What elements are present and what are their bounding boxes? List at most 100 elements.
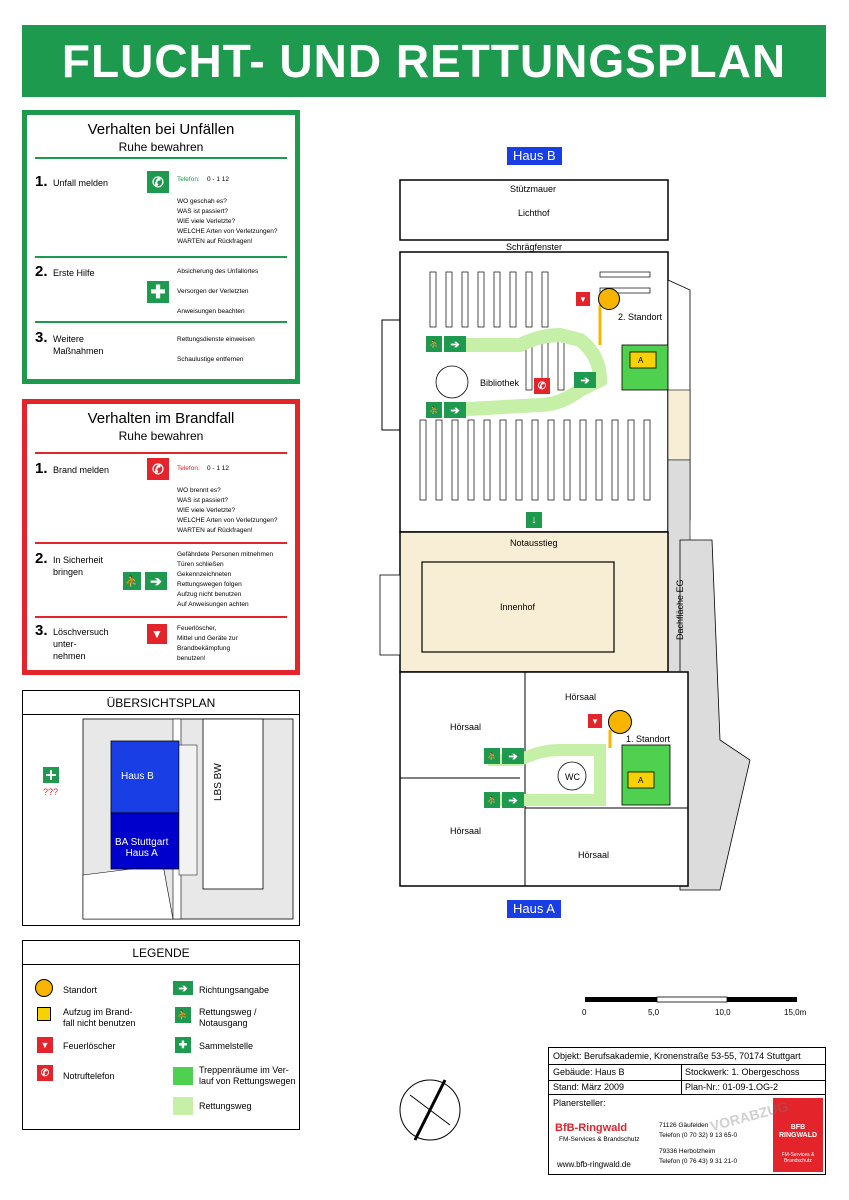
step-title: Weitere Maßnahmen [53, 334, 104, 356]
info-planersteller: Planersteller: [553, 1098, 606, 1108]
accident-panel: Verhalten bei Unfällen Ruhe bewahren 1. … [22, 110, 300, 384]
legend-rettungsweg: Rettungsweg [199, 1101, 252, 1111]
emergency-phone-icon: ✆ [147, 171, 169, 193]
legend-aufzug: Aufzug im Brand- fall nicht benutzen [63, 1007, 136, 1028]
label-lichthof: Lichthof [518, 208, 550, 218]
overview-haus-b: Haus B [121, 771, 154, 782]
scale-tick: 15,0m [784, 1008, 807, 1017]
escape-route-icon: ⛹ [426, 336, 442, 352]
bfb-logo: BFB RINGWALD FM-Services & Brandschutz [773, 1098, 823, 1172]
legend-notruftelefon: Notruftelefon [63, 1071, 115, 1081]
haus-a-tag: Haus A [507, 900, 561, 918]
legend-feuerloescher: Feuerlöscher [63, 1041, 116, 1051]
accident-subheading: Ruhe bewahren [118, 140, 204, 154]
step-number: 3. [35, 329, 48, 346]
first-aid-icon: ✚ [147, 281, 169, 303]
label-hoersaal: Hörsaal [450, 826, 482, 836]
phone-label: Telefon: [177, 176, 200, 183]
scale-tick: 0 [582, 1008, 587, 1017]
step-title: Unfall melden [53, 178, 109, 188]
fire-subheading: Ruhe bewahren [118, 429, 204, 443]
label-innenhof: Innenhof [500, 602, 536, 612]
label-stuetzmauer: Stützmauer [510, 184, 557, 194]
overview-panel: ÜBERSICHTSPLAN Haus B BA Stuttgart Haus … [22, 690, 300, 926]
emergency-phone-icon: ✆ [37, 1065, 53, 1081]
step-number: 2. [35, 263, 48, 280]
label-hoersaal: Hörsaal [450, 722, 482, 732]
divider [35, 256, 287, 258]
fire-extinguisher-icon: ▼ [588, 714, 602, 728]
info-box: Objekt: Berufsakademie, Kronenstraße 53-… [548, 1047, 826, 1175]
step-number: 2. [35, 550, 48, 567]
label-hoersaal: Hörsaal [565, 692, 597, 702]
step-title: Löschversuch unter- nehmen [53, 627, 109, 661]
overview-heading: ÜBERSICHTSPLAN [23, 691, 299, 715]
step-number: 1. [35, 173, 48, 190]
label-standort-1: 1. Standort [626, 734, 671, 744]
legend-standort: Standort [63, 985, 98, 995]
step-text: Feuerlöscher, Mittel und Geräte zur Bran… [177, 625, 238, 662]
legend-richtung: Richtungsangabe [199, 985, 270, 995]
assembly-point-unknown: ??? [43, 787, 59, 797]
step-text: WO geschah es? WAS ist passiert? WIE vie… [177, 198, 278, 245]
phone-number: 0 - 1 12 [207, 465, 230, 472]
arrow-right-icon: ➔ [502, 748, 524, 764]
divider [35, 321, 287, 323]
arrow-right-icon: ➔ [444, 402, 466, 418]
info-firma: BfB-Ringwald [555, 1122, 628, 1134]
fire-extinguisher-icon: ▼ [37, 1037, 53, 1053]
phone-number: 0 - 1 12 [207, 176, 230, 183]
label-bibliothek: Bibliothek [480, 378, 520, 388]
fire-extinguisher-icon: ▼ [147, 624, 167, 644]
arrow-right-icon: ➔ [145, 572, 167, 590]
phone-label: Telefon: [177, 465, 200, 472]
info-tel2: Telefon (0 76 43) 9 31 21-0 [659, 1158, 738, 1165]
step-text: WO brennt es? WAS ist passiert? WIE viel… [177, 487, 278, 534]
info-stockwerk: Stockwerk: 1. Obergeschoss [685, 1067, 800, 1077]
divider [35, 616, 287, 618]
escape-route-icon: ⛹ [426, 402, 442, 418]
label-hoersaal: Hörsaal [578, 850, 610, 860]
accident-heading: Verhalten bei Unfällen [87, 121, 235, 138]
info-firma-sub: FM-Services & Brandschutz [559, 1136, 640, 1143]
arrow-down-icon: ↓ [526, 512, 542, 528]
standort-marker-1 [608, 710, 632, 734]
info-web: www.bfb-ringwald.de [557, 1160, 631, 1169]
overview-haus-a: BA Stuttgart Haus A [115, 837, 169, 859]
page-title: FLUCHT- UND RETTUNGSPLAN [22, 25, 826, 97]
label-dachflaeche: Dachfläche EG [675, 579, 685, 640]
info-tel1: Telefon (0 70 32) 9 13 65-0 [659, 1132, 738, 1139]
haus-b-tag: Haus B [507, 147, 562, 165]
escape-route-icon: ⛹ [175, 1007, 191, 1023]
info-plan-nr: Plan-Nr.: 01-09-1.OG-2 [685, 1082, 779, 1092]
emergency-phone-icon: ✆ [534, 378, 550, 394]
step-title: In Sicherheit bringen [53, 555, 104, 577]
fire-panel: Verhalten im Brandfall Ruhe bewahren 1. … [22, 399, 300, 675]
info-objekt: Objekt: Berufsakademie, Kronenstraße 53-… [553, 1051, 801, 1061]
info-stand: Stand: März 2009 [553, 1082, 625, 1092]
step-text: Absicherung des Unfallortes Versorgen de… [177, 268, 259, 315]
arrow-right-icon: ➔ [502, 792, 524, 808]
info-ort2: 79336 Herbolzheim [659, 1148, 716, 1155]
label-wc: WC [565, 772, 580, 782]
fire-heading: Verhalten im Brandfall [87, 410, 235, 427]
overview-map [43, 718, 294, 920]
step-title: Erste Hilfe [53, 268, 95, 278]
legend-sammelstelle: Sammelstelle [199, 1041, 254, 1051]
step-number: 1. [35, 460, 48, 477]
info-ort1: 71126 Gäufelden [659, 1122, 709, 1129]
escape-route-icon: ⛹ [484, 748, 500, 764]
overview-lbs: LBS BW [213, 763, 224, 801]
label-lift-top: A [638, 356, 644, 365]
step-title: Brand melden [53, 465, 110, 475]
fire-extinguisher-icon: ▼ [576, 292, 590, 306]
escape-route-icon: ⛹ [123, 572, 141, 590]
label-notausstieg: Notausstieg [510, 538, 558, 548]
arrow-right-icon: ➔ [574, 372, 596, 388]
standort-icon [35, 979, 53, 997]
legend-panel: LEGENDE Standort Aufzug im Brand- fall n… [22, 940, 300, 1130]
scale-tick: 10,0 [715, 1008, 731, 1017]
divider [35, 157, 287, 159]
escape-route-icon: ⛹ [484, 792, 500, 808]
label-standort-2: 2. Standort [618, 312, 663, 322]
